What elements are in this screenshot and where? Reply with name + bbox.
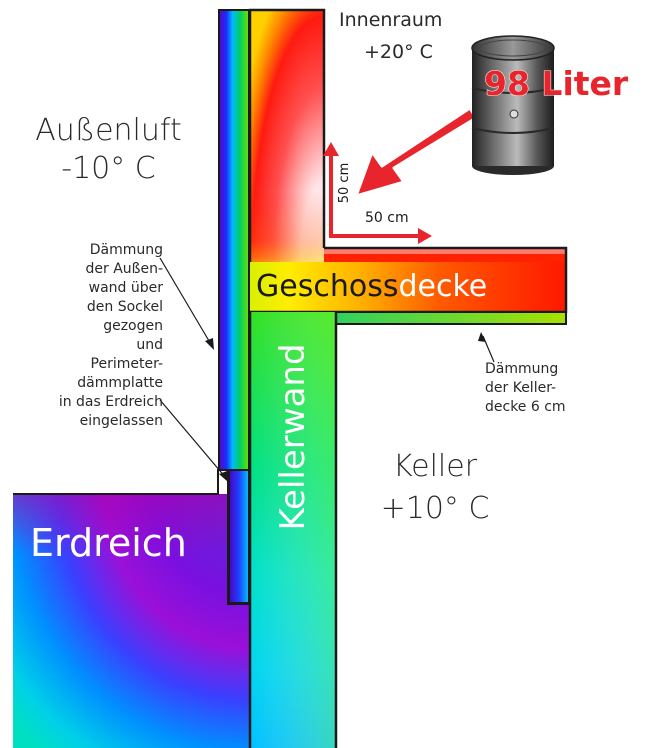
cellar-wall — [248, 312, 338, 748]
cellar-ceiling-insulation — [335, 311, 567, 325]
annotation-leaders — [159, 257, 495, 482]
annotation-left-line: wand über — [88, 280, 163, 296]
outside-temperature: -10° C — [61, 151, 156, 186]
annotation-right-line: Dämmung — [485, 361, 559, 377]
floor-slab-label-part1: Geschoss — [256, 269, 399, 304]
annotation-left-line: gezogen — [103, 318, 163, 334]
cellar-temperature: +10° C — [380, 491, 490, 526]
outer-wall-insulation — [218, 9, 250, 471]
cellar-wall-label: Kellerwand — [273, 343, 313, 531]
floor-slab-label-part2: decke — [398, 269, 488, 304]
floor-slab — [250, 246, 568, 314]
oil-barrel-icon — [471, 35, 555, 175]
annotation-outer-insulation: Dämmung der Außen- wand über den Sockel … — [20, 241, 163, 431]
annotation-left-line: Dämmung — [89, 242, 163, 258]
annotation-left-line: dämmplatte — [77, 375, 163, 391]
outside-title: Außenluft — [35, 113, 182, 148]
cellar-title: Keller — [392, 449, 478, 484]
annotation-right-line: der Keller- — [485, 380, 557, 396]
annotation-left-line: und — [136, 337, 163, 353]
soil-label: Erdreich — [30, 521, 187, 565]
perimeter-insulation — [228, 469, 250, 604]
annotation-left-line: Perimeter- — [90, 356, 163, 372]
annotation-ceiling-insulation: Dämmung der Keller- decke 6 cm — [485, 360, 605, 417]
annotation-left-line: in das Erdreich — [58, 394, 163, 410]
annotation-left-line: eingelassen — [79, 413, 163, 429]
annotation-left-line: den Sockel — [86, 299, 163, 315]
heat-flow-arrow — [354, 106, 478, 198]
soil-region — [13, 469, 251, 748]
barrel-amount-label: 98 Liter — [484, 64, 629, 104]
annotation-right-line: decke 6 cm — [485, 399, 566, 415]
interior-temperature: +20° C — [364, 41, 433, 63]
dimension-horizontal-label: 50 cm — [365, 210, 409, 226]
dimension-arrows — [323, 142, 432, 244]
floor-slab-label: Geschossdecke — [256, 268, 566, 306]
annotation-left-line: der Außen- — [85, 261, 163, 277]
interior-title: Innenraum — [339, 9, 443, 31]
dimension-vertical-label: 50 cm — [337, 162, 352, 204]
upper-outer-wall — [248, 8, 326, 262]
